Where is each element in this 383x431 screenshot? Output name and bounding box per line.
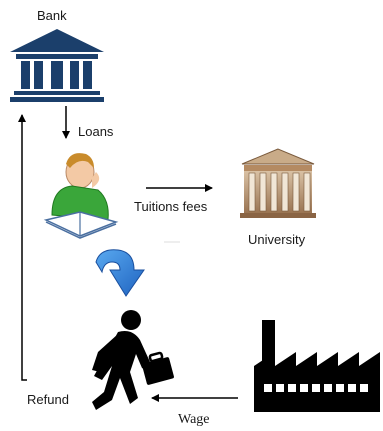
refund-label: Refund: [27, 392, 69, 407]
wage-label: Wage: [178, 412, 210, 427]
worker-with-briefcase-icon: [92, 310, 174, 410]
tuition-fees-label: Tuitions fees: [134, 199, 208, 214]
university-label: University: [248, 232, 306, 247]
bank-label: Bank: [37, 8, 67, 23]
factory-icon: [254, 320, 380, 412]
refund-arrow: [18, 114, 27, 381]
curved-arrow-down-icon: [95, 249, 145, 297]
bank-icon: [10, 29, 104, 102]
student-reading-icon: [43, 153, 119, 239]
loans-label: Loans: [78, 124, 114, 139]
university-building-icon: [240, 148, 316, 218]
